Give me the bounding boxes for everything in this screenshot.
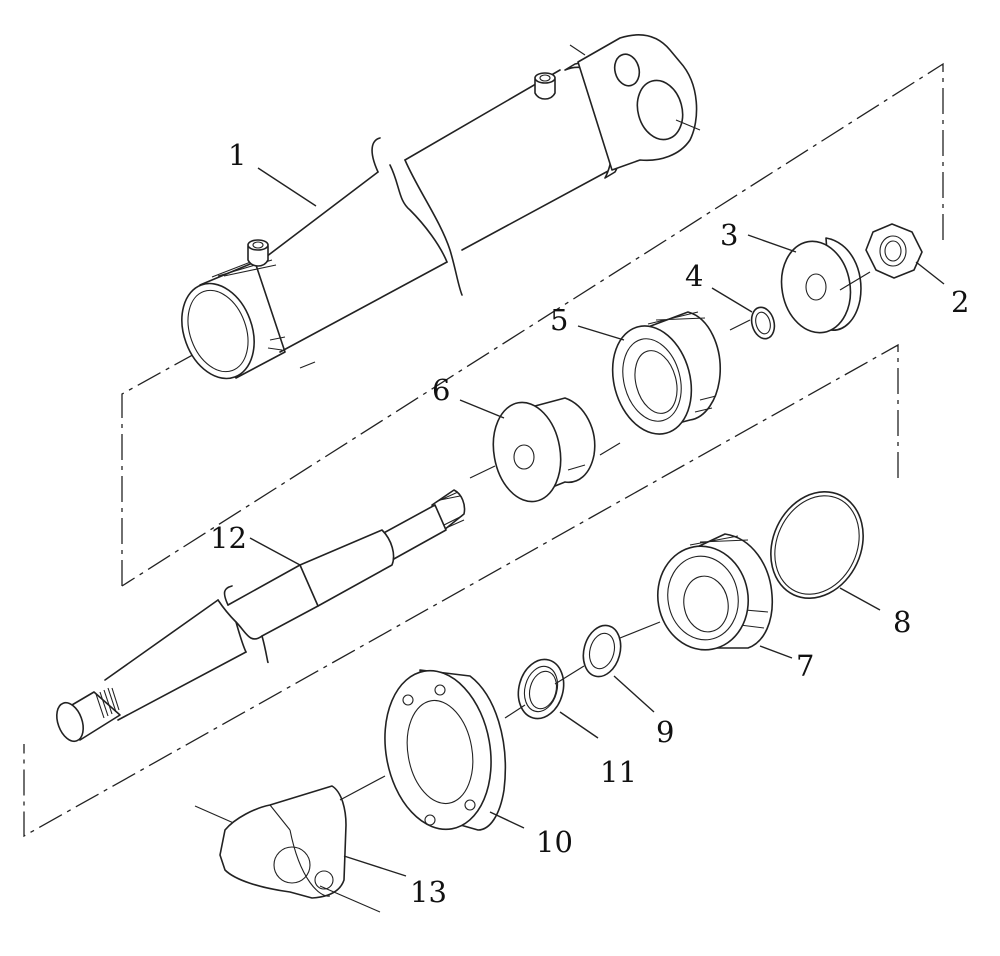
callout-13: 13 <box>410 875 447 909</box>
callout-6: 6 <box>432 373 450 407</box>
rod-clevis <box>194 785 381 913</box>
gland <box>656 533 774 651</box>
grease-fitting <box>247 239 269 267</box>
piston <box>611 311 721 435</box>
grease-fitting <box>534 72 556 100</box>
callout-3: 3 <box>720 218 738 252</box>
leader-lines <box>249 167 945 877</box>
callout-9: 9 <box>656 715 674 749</box>
callout-1: 1 <box>228 138 246 172</box>
backup-ring <box>770 490 864 600</box>
callout-2: 2 <box>951 285 969 319</box>
spacer <box>492 397 596 503</box>
piston-washer <box>780 237 862 334</box>
callout-7: 7 <box>796 649 814 683</box>
gland-nut <box>384 669 507 831</box>
wiper <box>517 658 565 720</box>
assembly-centerlines <box>23 62 944 838</box>
rod-seal <box>582 624 622 678</box>
part-axes <box>299 271 871 801</box>
callout-labels: 1 2 3 4 5 6 7 8 9 10 11 12 13 <box>210 138 969 909</box>
cylinder-barrel <box>181 34 701 380</box>
callout-8: 8 <box>893 605 911 639</box>
o-ring-small <box>750 306 776 340</box>
callout-5: 5 <box>550 303 568 337</box>
callout-12: 12 <box>210 521 247 555</box>
callout-11: 11 <box>600 755 637 789</box>
hex-nut <box>865 223 923 279</box>
callout-4: 4 <box>685 259 703 293</box>
callout-10: 10 <box>536 825 573 859</box>
piston-rod <box>56 489 466 743</box>
